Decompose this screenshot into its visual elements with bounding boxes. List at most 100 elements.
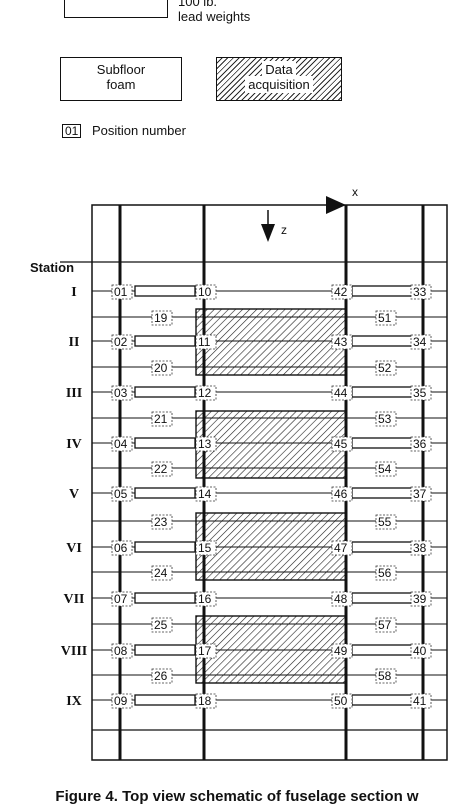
x-axis-label: x [352, 185, 358, 199]
position-left-outer-3: 03 [114, 386, 128, 400]
subfloor-foam-legend-box [60, 57, 182, 101]
z-axis-label: z [281, 223, 287, 237]
station-label-2: II [69, 335, 80, 350]
position-left-mid-6: 24 [154, 566, 168, 580]
station-label-8: VIII [61, 644, 87, 659]
position-left-mid-3-box [151, 411, 173, 427]
position-left-inner-1-box [195, 284, 217, 300]
position-left-mid-5: 23 [154, 515, 168, 529]
lead-weight-left-6 [134, 541, 196, 553]
position-right-outer-2-box [410, 334, 432, 350]
position-right-outer-7-box [410, 591, 432, 607]
position-right-inner-8: 49 [334, 644, 348, 658]
position-right-inner-7: 48 [334, 592, 348, 606]
x-axis-arrow-icon [326, 196, 346, 214]
data-acquisition-block-4 [195, 615, 347, 684]
lead-weight-left-3 [134, 386, 196, 398]
lead-weight-right-9 [351, 694, 413, 706]
position-left-inner-1: 10 [198, 285, 212, 299]
position-left-mid-4: 22 [154, 462, 168, 476]
position-right-inner-8-box [331, 643, 353, 659]
lead-weight-left-2 [134, 335, 196, 347]
figure-caption: Figure 4. Top view schematic of fuselage… [55, 788, 419, 805]
position-left-outer-4: 04 [114, 437, 128, 451]
position-left-mid-3: 21 [154, 412, 168, 426]
station-label-9: IX [66, 694, 82, 709]
position-left-mid-4-box [151, 461, 173, 477]
position-right-outer-8: 40 [413, 644, 427, 658]
position-right-outer-4-box [410, 436, 432, 452]
position-left-inner-3-box [195, 385, 217, 401]
position-right-inner-2: 43 [334, 335, 348, 349]
lead-weight-right-2 [351, 335, 413, 347]
position-right-mid-7: 57 [378, 618, 392, 632]
lead-weight-right-7 [351, 592, 413, 604]
station-label-7: VII [63, 592, 84, 607]
position-right-inner-4: 45 [334, 437, 348, 451]
position-left-inner-4: 13 [198, 437, 212, 451]
position-left-inner-9: 18 [198, 694, 212, 708]
position-left-outer-5: 05 [114, 487, 128, 501]
position-right-inner-1-box [331, 284, 353, 300]
z-axis-arrow-icon [261, 224, 275, 242]
position-right-mid-2: 52 [378, 361, 392, 375]
position-left-outer-2: 02 [114, 335, 128, 349]
lead-weight-right-6 [351, 541, 413, 553]
position-right-outer-9-box [410, 693, 432, 709]
position-right-outer-3: 35 [413, 386, 427, 400]
station-label-5: V [69, 487, 79, 502]
lead-weights-legend-box [64, 0, 168, 18]
lead-weights-legend-label: 100 lb. lead weights [178, 0, 251, 24]
position-left-mid-1-box [151, 310, 173, 326]
position-left-outer-2-box [111, 334, 133, 350]
position-left-mid-6-box [151, 565, 173, 581]
position-left-outer-9-box [111, 693, 133, 709]
position-left-mid-1: 19 [154, 311, 168, 325]
position-left-inner-5-box [195, 486, 217, 502]
position-left-inner-4-box [195, 436, 217, 452]
position-right-outer-3-box [410, 385, 432, 401]
position-left-outer-5-box [111, 486, 133, 502]
position-left-mid-2: 20 [154, 361, 168, 375]
lead-weight-right-8 [351, 644, 413, 656]
position-right-mid-8-box [375, 668, 397, 684]
lead-weight-right-3 [351, 386, 413, 398]
position-right-inner-4-box [331, 436, 353, 452]
position-left-outer-1: 01 [114, 285, 128, 299]
position-right-inner-5-box [331, 486, 353, 502]
position-left-mid-7-box [151, 617, 173, 633]
position-right-inner-3: 44 [334, 386, 348, 400]
lead-weight-left-1 [134, 285, 196, 297]
position-left-outer-1-box [111, 284, 133, 300]
position-left-inner-6: 15 [198, 541, 212, 555]
position-left-outer-3-box [111, 385, 133, 401]
data-acquisition-legend-label: Data acquisition [216, 61, 342, 93]
position-right-mid-3: 53 [378, 412, 392, 426]
position-right-outer-6: 38 [413, 541, 427, 555]
position-left-mid-8: 26 [154, 669, 168, 683]
position-right-inner-5: 46 [334, 487, 348, 501]
position-right-inner-7-box [331, 591, 353, 607]
position-right-inner-6: 47 [334, 541, 348, 555]
position-left-inner-9-box [195, 693, 217, 709]
station-label-4: IV [66, 437, 82, 452]
position-right-mid-2-box [375, 360, 397, 376]
lead-weight-left-8 [134, 644, 196, 656]
position-right-outer-5: 37 [413, 487, 427, 501]
lead-weight-right-1 [351, 285, 413, 297]
position-left-inner-8-box [195, 643, 217, 659]
position-right-outer-7: 39 [413, 592, 427, 606]
data-acquisition-block-3 [195, 512, 347, 581]
frame-outline [91, 204, 448, 761]
position-right-inner-6-box [331, 540, 353, 556]
position-right-mid-1-box [375, 310, 397, 326]
position-left-inner-3: 12 [198, 386, 212, 400]
position-right-inner-2-box [331, 334, 353, 350]
position-right-inner-1: 42 [334, 285, 348, 299]
station-label-1: I [71, 285, 76, 300]
position-right-mid-1: 51 [378, 311, 392, 325]
position-left-mid-5-box [151, 514, 173, 530]
position-right-inner-3-box [331, 385, 353, 401]
station-header: Station [30, 260, 74, 275]
